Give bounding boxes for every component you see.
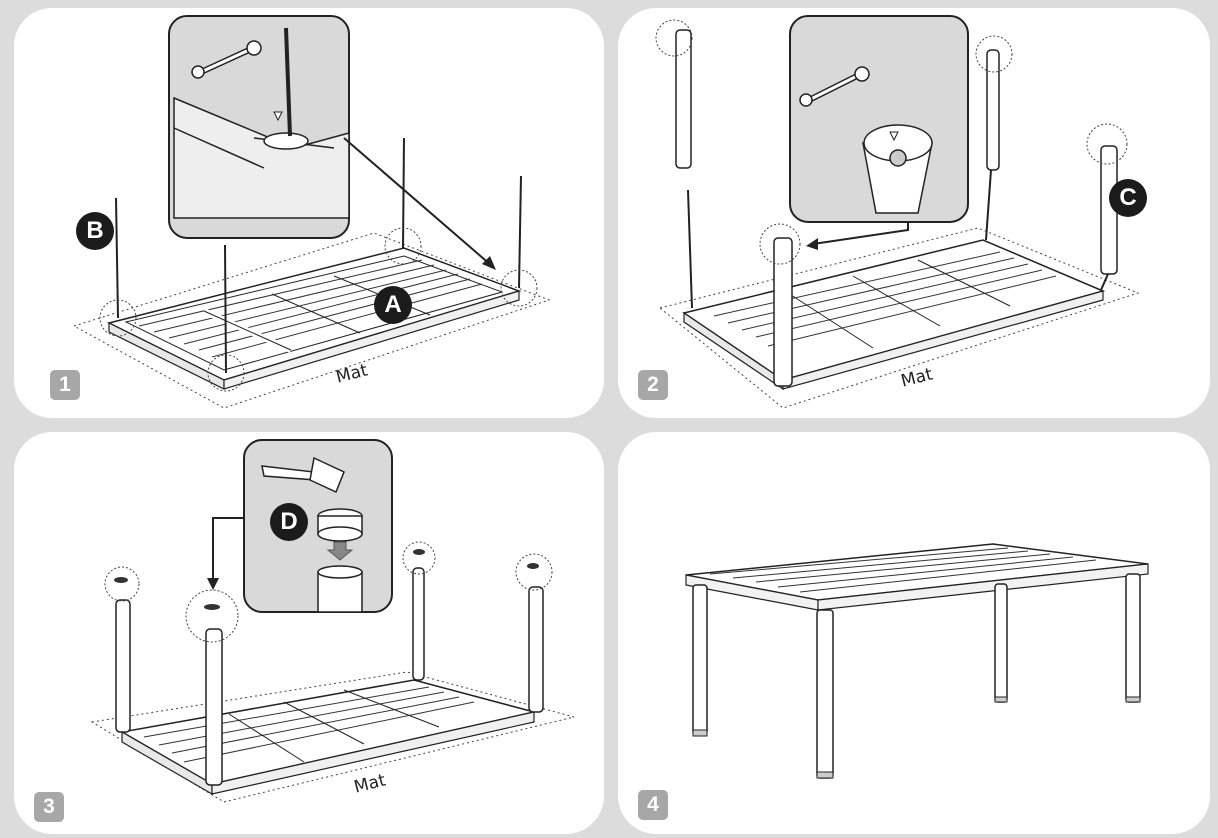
arrow-icon (482, 256, 496, 270)
bolt-rods (115, 137, 522, 374)
wrench-icon (799, 66, 870, 107)
inset-drawing (862, 124, 933, 214)
wrench-icon (191, 40, 262, 79)
table-top-front (817, 563, 1149, 611)
table-crossbars (787, 259, 1011, 349)
callout-c: C (1109, 179, 1147, 217)
bolt-highlight-circles (99, 227, 538, 392)
table-inner-frame (124, 255, 504, 371)
table-frame-front (223, 290, 520, 390)
table-crossbars (202, 275, 431, 353)
cap-highlight-circles (104, 541, 553, 643)
step-4-illustration (685, 543, 1149, 779)
step-1-illustration (72, 15, 551, 409)
table-frame-front (211, 711, 535, 795)
connector-line (212, 517, 244, 582)
mat-outline (90, 671, 575, 803)
hammer-icon (261, 456, 345, 494)
down-arrow-icon (889, 131, 899, 142)
step-3-illustration (90, 439, 575, 803)
callout-d: D (270, 503, 308, 541)
down-arrow-icon (273, 111, 283, 122)
leg-caps (692, 696, 1141, 779)
table-slats (709, 547, 1097, 593)
inset-drawing (317, 508, 363, 613)
table-legs (675, 29, 1118, 387)
step-3-panel: D Mat 3 (14, 432, 604, 834)
step-number-badge: 2 (638, 370, 668, 400)
step-number-badge: 3 (34, 792, 64, 822)
table-slats (138, 259, 483, 358)
bolt-rods (687, 169, 1109, 309)
mat-outline (658, 227, 1140, 409)
connector-line (812, 222, 909, 245)
table-slats (713, 251, 1057, 347)
arrow-icon (207, 578, 219, 590)
leg-highlight-circles (655, 19, 1128, 265)
callout-a: A (374, 286, 412, 324)
step-2-panel: C Mat 2 (618, 8, 1210, 418)
mat-outline (72, 232, 551, 409)
step-number-badge: 4 (638, 790, 668, 820)
table-legs (115, 567, 544, 786)
step-number-badge: 1 (50, 370, 80, 400)
inset-drawing (173, 27, 350, 219)
arrow-icon (806, 238, 818, 250)
table-crossbars (228, 689, 440, 763)
step-1-panel: B A Mat 1 (14, 8, 604, 418)
connector-line (343, 137, 493, 267)
callout-b: B (76, 212, 114, 250)
step-4-panel: 4 (618, 432, 1210, 834)
step-2-illustration (655, 15, 1140, 409)
down-arrow-icon (326, 541, 354, 561)
table-legs (692, 573, 1141, 779)
leg-caps (114, 549, 539, 610)
top-strip (0, 0, 1218, 8)
